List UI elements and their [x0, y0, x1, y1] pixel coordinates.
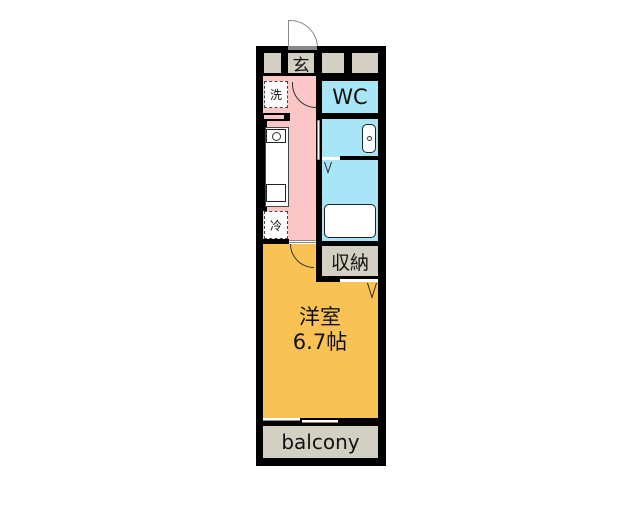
balcony-label: balcony	[281, 430, 360, 454]
western-room-size: 6.7帖	[292, 330, 348, 354]
wc-room: WC	[322, 81, 378, 113]
balcony-window-left	[263, 418, 300, 421]
kitchen-wall-bottom	[263, 239, 289, 244]
bathroom-door-sill	[322, 157, 340, 159]
outer-wall-left	[256, 46, 264, 466]
balcony-window-right	[302, 420, 338, 423]
burner-icon	[271, 131, 281, 141]
wc-label: WC	[332, 85, 368, 109]
kitchen-sink-cooktop	[266, 129, 286, 143]
storage-cell-2	[322, 53, 344, 73]
fridge-space: 冷	[264, 211, 288, 239]
drain-icon	[366, 136, 372, 141]
kitchen-door-sill	[289, 240, 316, 243]
wc-wall-bottom	[322, 113, 378, 119]
washroom-wall-bottom	[340, 156, 378, 160]
kitchen-partition-inner	[264, 115, 284, 119]
entrance-door-sill	[288, 46, 317, 50]
storage-label: 収納	[330, 251, 369, 274]
storage-cell-3	[352, 53, 378, 73]
balcony: balcony	[263, 426, 378, 458]
entrance-genkan: 玄	[288, 53, 314, 76]
interior-wall-mid	[316, 76, 322, 246]
wash-basin	[362, 124, 376, 153]
entrance-door-leaf	[288, 20, 289, 48]
wc-wall-top	[322, 76, 378, 81]
western-room-label: 洋室	[299, 305, 341, 329]
bathroom-door-swing-inner	[325, 162, 331, 171]
washer-space: 洗	[264, 81, 288, 108]
bath-door	[317, 120, 320, 160]
fridge-label: 冷	[269, 218, 282, 233]
bathtub	[324, 204, 376, 238]
washer-label: 洗	[269, 88, 282, 102]
western-room-label-block: 洋室 6.7帖	[270, 300, 370, 360]
storage-closet: 収納	[322, 246, 378, 276]
outer-wall-bottom	[256, 458, 386, 466]
storage-door-swing-inner	[368, 283, 376, 296]
storage-door-sill	[340, 279, 378, 282]
storage-cell-1	[263, 53, 281, 73]
kitchen-sink	[266, 184, 286, 202]
outer-wall-right	[378, 46, 386, 466]
entrance-label: 玄	[292, 55, 310, 76]
entrance-door-swing	[288, 20, 318, 48]
